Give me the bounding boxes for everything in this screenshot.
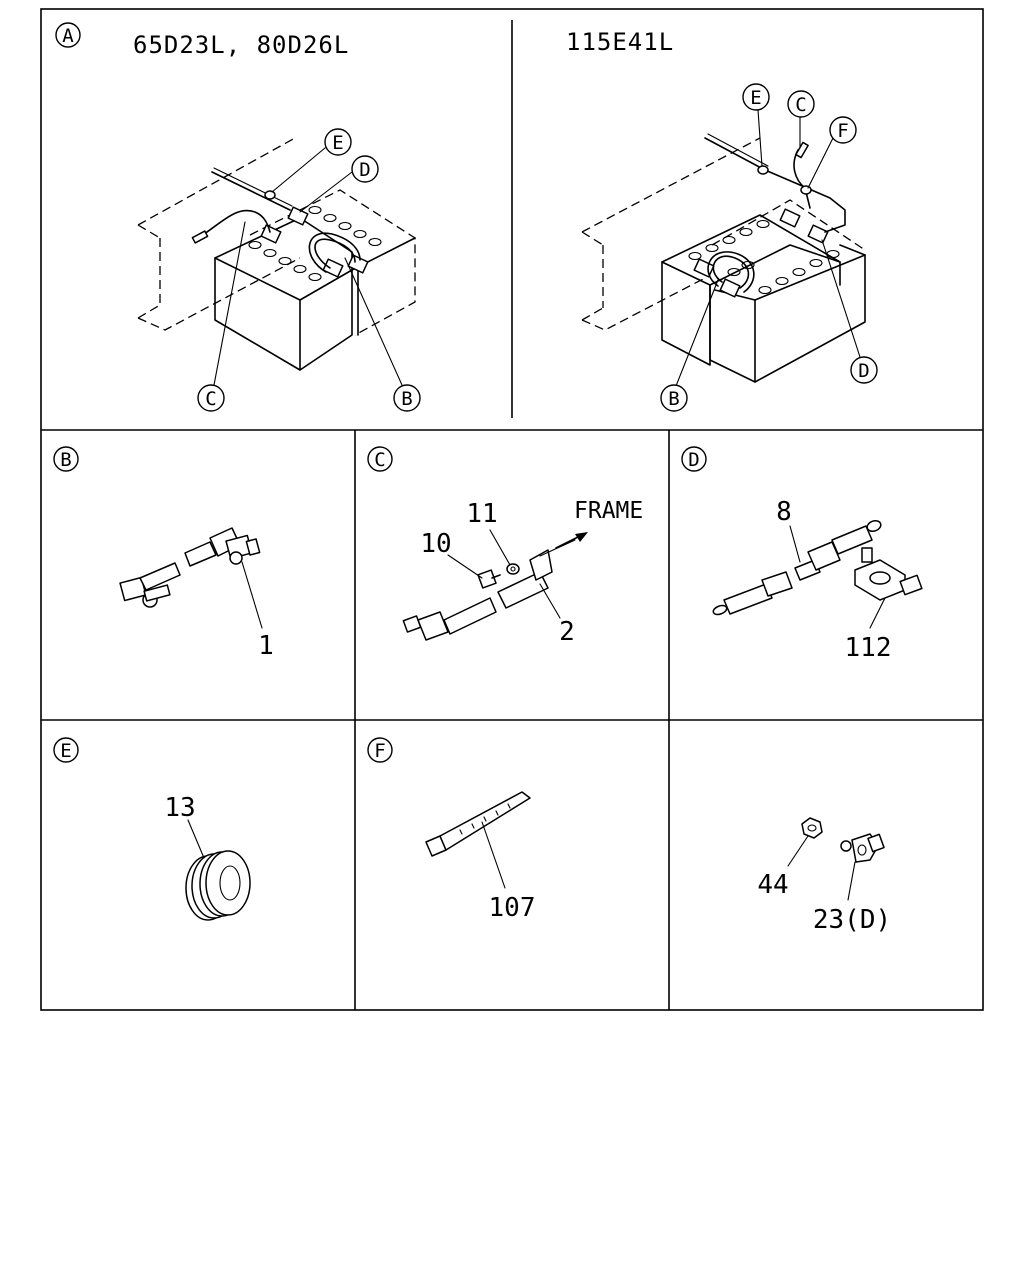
left-battery-pair <box>191 167 416 371</box>
panel-grid <box>40 8 984 1011</box>
left-callout-c: C <box>197 221 246 412</box>
leader-11 <box>489 529 511 566</box>
svg-text:E: E <box>60 740 71 762</box>
right-callout-b: B <box>660 279 719 412</box>
label-part-8: 8 <box>776 497 792 527</box>
svg-text:F: F <box>837 120 848 142</box>
washer-part-11 <box>506 563 520 575</box>
panel-a-marker: A <box>55 22 81 48</box>
svg-text:C: C <box>374 449 385 471</box>
svg-text:E: E <box>332 132 343 154</box>
panel-d: D 8 112 <box>681 446 923 663</box>
label-part-1: 1 <box>258 631 274 661</box>
panel-g: 44 23(D) <box>757 817 891 935</box>
left-callout-d: D <box>299 155 379 213</box>
panel-a-left-title: 65D23L, 80D26L <box>133 31 349 59</box>
nut-part-44 <box>801 817 823 839</box>
clamp-part-23 <box>840 833 885 863</box>
leader-1 <box>241 561 263 629</box>
right-frame-rail <box>581 137 761 331</box>
leader-8 <box>789 525 801 563</box>
leader-23 <box>847 861 856 901</box>
right-callout-d: D <box>821 239 878 384</box>
panel-c-marker: C <box>367 446 393 472</box>
panel-c: C 10 11 2 FRAME <box>367 446 643 647</box>
frame-arrow <box>555 532 588 549</box>
label-part-23: 23(D) <box>813 905 891 935</box>
label-part-44: 44 <box>757 870 788 900</box>
panel-f-marker: F <box>367 737 393 763</box>
svg-text:D: D <box>359 159 370 181</box>
panel-a: A 65D23L, 80D26L 115E41L <box>55 22 878 412</box>
leader-44 <box>787 835 809 867</box>
right-callout-f: F <box>807 116 857 189</box>
svg-text:D: D <box>688 449 699 471</box>
battery-cable-part-1 <box>119 527 261 608</box>
svg-text:D: D <box>858 360 869 382</box>
ground-cable-part-2 <box>402 539 576 641</box>
right-callout-c: C <box>787 90 815 149</box>
svg-text:C: C <box>205 388 216 410</box>
right-battery-pair <box>661 133 866 383</box>
svg-text:B: B <box>60 449 71 471</box>
svg-text:F: F <box>374 740 385 762</box>
svg-text:C: C <box>795 94 806 116</box>
bolt-part-10 <box>477 569 501 589</box>
cable-part-8 <box>712 519 882 616</box>
svg-text:E: E <box>750 87 761 109</box>
panel-e-marker: E <box>53 737 79 763</box>
panel-a-right-title: 115E41L <box>566 28 674 56</box>
right-callout-e: E <box>742 83 770 167</box>
svg-text:B: B <box>401 388 412 410</box>
left-callout-e: E <box>271 128 352 193</box>
svg-text:B: B <box>668 388 679 410</box>
leader-112 <box>869 597 886 629</box>
leader-107 <box>481 821 506 889</box>
leader-2 <box>539 583 561 619</box>
label-part-112: 112 <box>845 633 892 663</box>
label-part-13: 13 <box>164 793 195 823</box>
label-frame: FRAME <box>574 498 643 524</box>
battery-caps-left <box>248 205 382 282</box>
panel-b-marker: B <box>53 446 79 472</box>
leader-10 <box>447 554 483 579</box>
panel-f: F 107 <box>367 737 536 923</box>
left-frame-rail <box>137 137 301 331</box>
panel-b: B 1 <box>53 446 274 661</box>
terminal-part-112 <box>854 547 923 601</box>
svg-text:A: A <box>62 25 74 47</box>
panel-e: E 13 <box>53 737 251 921</box>
left-callout-b: B <box>344 257 421 412</box>
leader-13 <box>187 819 205 859</box>
label-part-10: 10 <box>420 529 451 559</box>
cable-tie-part-107 <box>425 791 531 857</box>
grommet-part-13 <box>185 850 251 921</box>
label-part-11: 11 <box>466 499 497 529</box>
label-part-2: 2 <box>559 617 575 647</box>
label-part-107: 107 <box>489 893 536 923</box>
panel-d-marker: D <box>681 446 707 472</box>
